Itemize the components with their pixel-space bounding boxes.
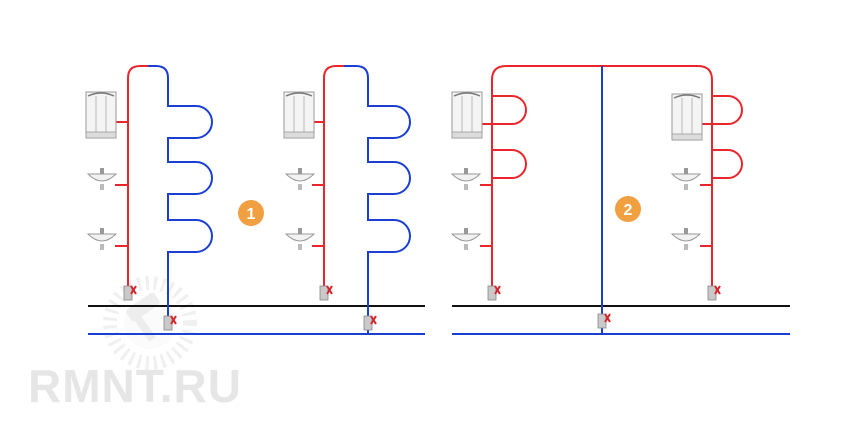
valve-icon [597, 313, 611, 329]
valve-icon [319, 285, 333, 301]
shower-cabin-icon [85, 91, 117, 139]
washbasin-icon [451, 167, 481, 191]
washbasin-icon [285, 167, 315, 191]
washbasin-icon [671, 227, 701, 251]
valves [123, 285, 721, 331]
left-towel-loop-1 [492, 95, 527, 125]
watermark: RMNT.RU [28, 276, 242, 412]
washbasin-icon [87, 167, 117, 191]
shower-cabin-icon [283, 91, 315, 139]
right-towel-loop-2 [712, 149, 743, 179]
diagram-2 [480, 65, 743, 334]
valve-icon [123, 285, 137, 301]
shower-cabin-icon [671, 93, 703, 141]
badge-1-label: 1 [247, 206, 256, 223]
badge-1: 1 [238, 200, 264, 226]
cold-riser-1 [148, 65, 213, 322]
washbasin-icon [87, 227, 117, 251]
hot-riser-1b [323, 65, 344, 296]
valve-icon [707, 285, 721, 301]
left-towel-loop-2 [492, 149, 527, 179]
washbasin-icon [451, 227, 481, 251]
washbasin-icon [671, 167, 701, 191]
diagram-1 [115, 65, 213, 322]
watermark-text: RMNT.RU [28, 360, 242, 412]
diagram-1b [312, 65, 411, 334]
right-towel-loop-1 [712, 95, 743, 125]
hot-riser-1 [127, 65, 148, 296]
badge-2: 2 [615, 196, 641, 222]
valve-icon [487, 285, 501, 301]
cold-riser-1b [344, 65, 411, 334]
shower-cabin-icon [451, 91, 483, 139]
washbasin-icon [285, 227, 315, 251]
badge-2-label: 2 [624, 202, 633, 219]
valve-icon [363, 315, 377, 331]
paint-roller-sun-icon [103, 276, 197, 370]
fixtures [85, 91, 703, 251]
